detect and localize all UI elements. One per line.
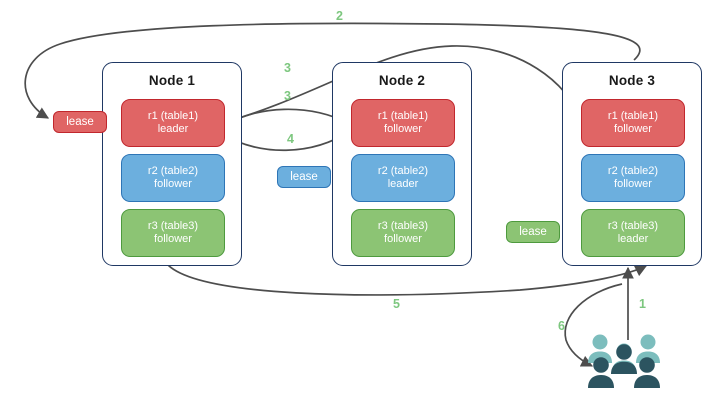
people-group-icon (588, 334, 660, 388)
replica-n2-r1[interactable]: r1 (table1) follower (351, 99, 455, 147)
replica-n3-r2-name: r2 (table2) (607, 164, 659, 177)
edge-label-2: 2 (336, 9, 343, 23)
lease-badge-r3-label: lease (519, 226, 547, 238)
replica-n3-r1-name: r1 (table1) (607, 109, 659, 122)
replica-n3-r3-name: r3 (table3) (607, 219, 659, 232)
edge-label-3-upper: 3 (284, 61, 291, 75)
replica-n2-r1-name: r1 (table1) (377, 109, 429, 122)
replica-n3-r3[interactable]: r3 (table3) leader (581, 209, 685, 257)
node-box-node3[interactable]: Node 3 r1 (table1) follower r2 (table2) … (562, 62, 702, 266)
lease-badge-r3[interactable]: lease (506, 221, 560, 243)
replica-n2-r1-role: follower (384, 123, 422, 135)
replica-n1-r2[interactable]: r2 (table2) follower (121, 154, 225, 202)
lease-badge-r1[interactable]: lease (53, 111, 107, 133)
replica-n2-r2-role: leader (387, 178, 419, 190)
node-box-node1[interactable]: Node 1 r1 (table1) leader r2 (table2) fo… (102, 62, 242, 266)
replica-n2-r2-name: r2 (table2) (377, 164, 429, 177)
lease-badge-r2-label: lease (290, 171, 318, 183)
edge-label-5: 5 (393, 297, 400, 311)
edge-label-1: 1 (639, 297, 646, 311)
node2-title: Node 2 (378, 73, 426, 88)
replica-n1-r2-role: follower (154, 178, 192, 190)
replica-n1-r1-role: leader (157, 123, 189, 135)
node-box-node2[interactable]: Node 2 r1 (table1) follower r2 (table2) … (332, 62, 472, 266)
replica-n2-r3-name: r3 (table3) (377, 219, 429, 232)
lease-badge-r2[interactable]: lease (277, 166, 331, 188)
replica-n2-r3[interactable]: r3 (table3) follower (351, 209, 455, 257)
replica-n3-r2-role: follower (614, 178, 652, 190)
replica-n1-r3-name: r3 (table3) (147, 219, 199, 232)
replica-n3-r2[interactable]: r2 (table2) follower (581, 154, 685, 202)
replica-n1-r2-name: r2 (table2) (147, 164, 199, 177)
replica-n3-r1[interactable]: r1 (table1) follower (581, 99, 685, 147)
edge-5-path (167, 264, 648, 296)
replica-n2-r2[interactable]: r2 (table2) leader (351, 154, 455, 202)
replica-n3-r3-role: leader (617, 233, 649, 245)
replica-n1-r1-name: r1 (table1) (147, 109, 199, 122)
node1-title: Node 1 (148, 73, 196, 88)
replica-n1-r3[interactable]: r3 (table3) follower (121, 209, 225, 257)
edge-label-6: 6 (558, 319, 565, 333)
replica-n3-r1-role: follower (614, 123, 652, 135)
edge-label-4: 4 (287, 132, 294, 146)
replica-n1-r3-role: follower (154, 233, 192, 245)
edge-label-3-lower: 3 (284, 89, 291, 103)
replica-n1-r1[interactable]: r1 (table1) leader (121, 99, 225, 147)
replica-n2-r3-role: follower (384, 233, 422, 245)
lease-badge-r1-label: lease (66, 116, 94, 128)
node3-title: Node 3 (608, 73, 656, 88)
